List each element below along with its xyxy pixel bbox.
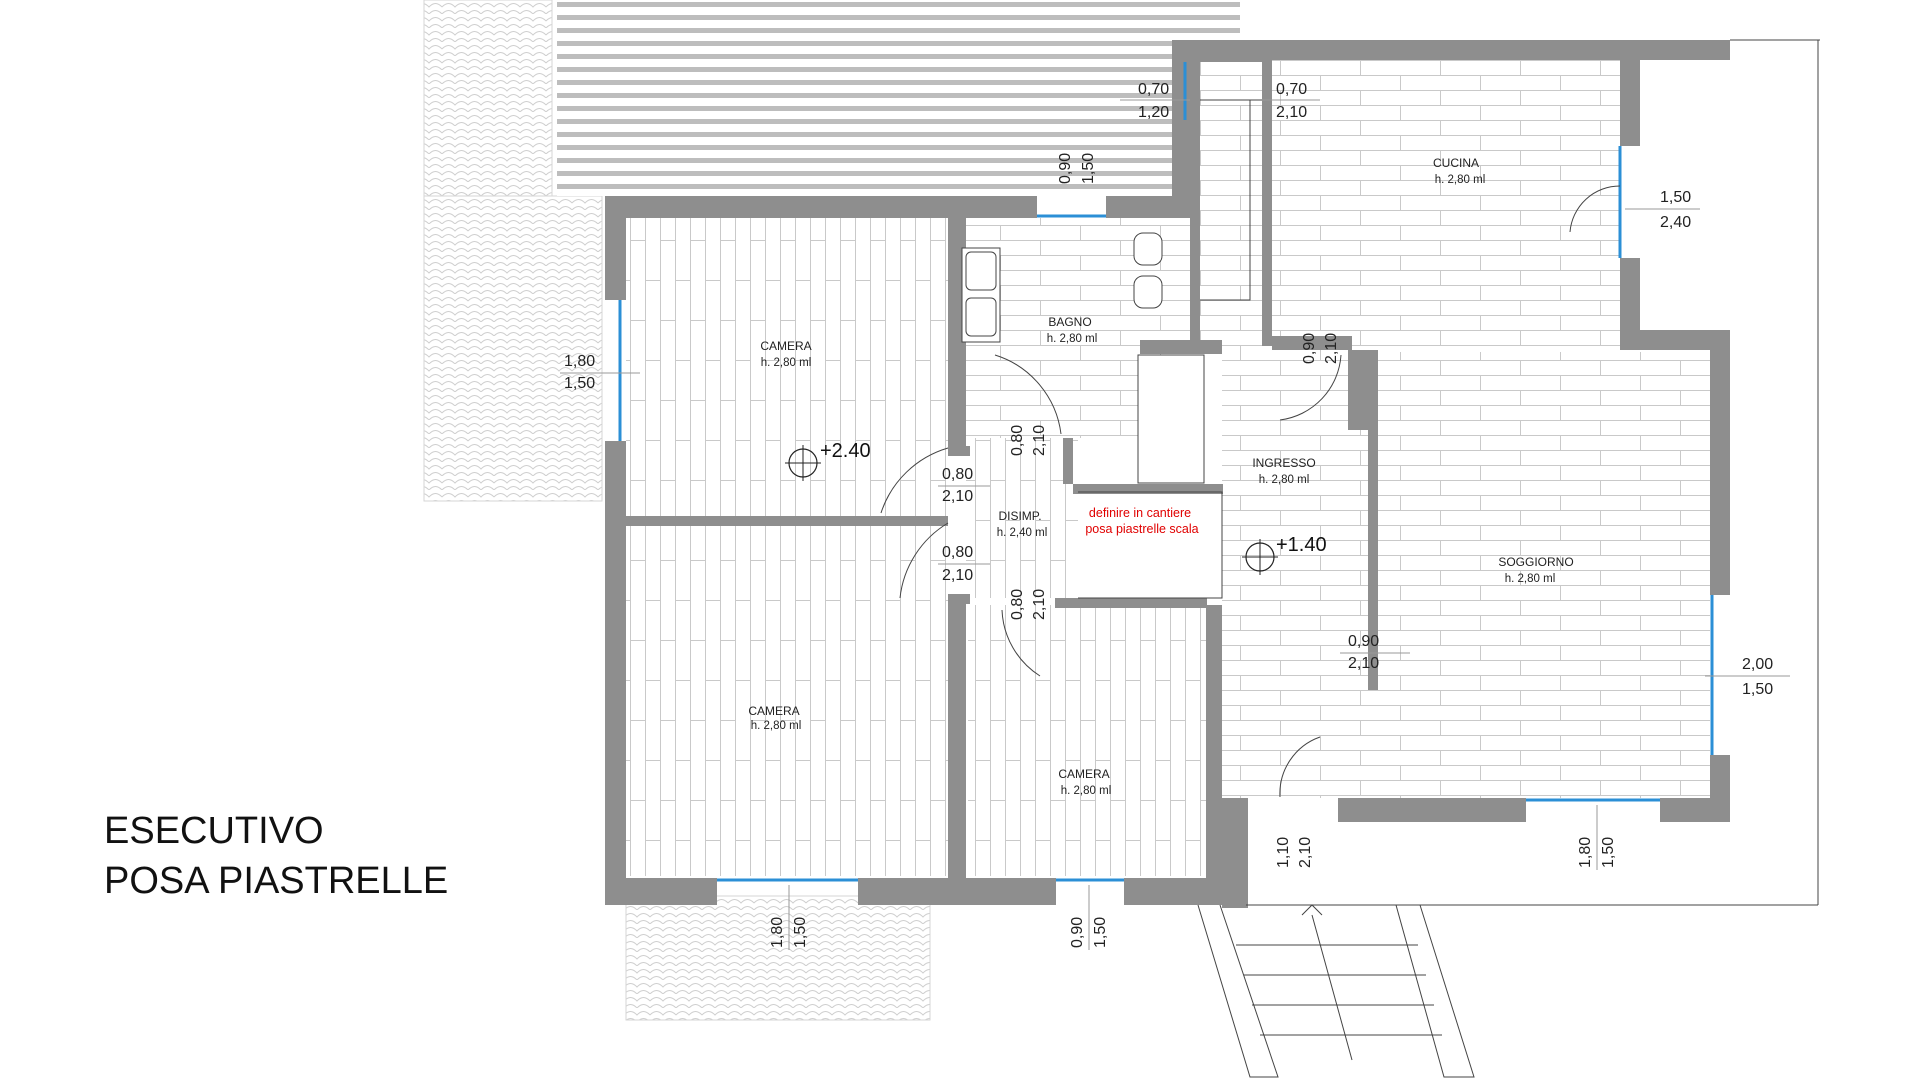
tiles-disimpegno [966,438,1078,598]
dim-top: 2,00 [1742,656,1773,673]
dim-top: 1,80 [769,917,786,948]
room-name: CAMERA [748,704,799,718]
level-marker-upper: +2.40 [785,440,871,481]
drawing-title-line2: POSA PIASTRELLE [104,860,448,902]
dim-bottom: 1,50 [1742,681,1773,698]
dim-bottom: 1,50 [564,375,595,392]
bathroom-fixtures [961,232,1205,484]
walls [605,40,1730,908]
stair-outline [1078,99,1262,599]
room-height: h. 2,80 ml [751,720,802,732]
dim-bottom: 1,50 [1092,917,1109,948]
room-name: DISIMP. [998,509,1041,523]
room-name: CAMERA [760,339,811,353]
deck-boards [557,0,1240,196]
dim-top: 1,50 [1660,189,1691,206]
bidet [1133,275,1163,309]
room-name: BAGNO [1048,315,1091,329]
terrace-paving-bottom [625,895,931,1021]
site-note: definire in cantiere [1089,506,1191,520]
dim-top: 0,80 [1009,589,1026,620]
dim-top: 0,80 [1009,425,1026,456]
dim-bottom: 2,10 [1323,333,1340,364]
shower [1137,354,1205,484]
doors [880,185,1621,798]
site-boundary [1246,39,1820,906]
tiles-cucina [1270,60,1620,346]
dim-bottom: 2,10 [942,567,973,584]
dim-bottom: 2,10 [1031,425,1048,456]
dim-bottom: 2,10 [1031,589,1048,620]
room-height: h. 2,80 ml [1259,474,1310,486]
dim-bottom: 1,50 [1080,153,1097,184]
dim-top: 0,70 [1276,81,1307,98]
room-height: h. 2,40 ml [997,527,1048,539]
wc [1133,232,1163,266]
room-name: CAMERA [1058,767,1109,781]
tiles-ingresso [1222,346,1368,798]
windows [618,62,1714,882]
dimension-labels: 0,70 1,20 0,70 2,10 0,90 1,50 1,50 2,40 … [560,81,1790,950]
level-label: +2.40 [820,440,871,462]
dim-bottom: 1,20 [1138,104,1169,121]
entrance-steps [1197,904,1475,1078]
dim-bottom: 2,40 [1660,214,1691,231]
dim-top: 0,90 [1301,333,1318,364]
tiles-camera-top [626,218,948,516]
room-name: INGRESSO [1252,456,1315,470]
room-name: SOGGIORNO [1498,555,1573,569]
room-height: h. 2,80 ml [1047,333,1098,345]
dim-top: 0,80 [942,544,973,561]
level-marker-lower: +1.40 [1242,534,1327,575]
dim-top: 0,70 [1138,81,1169,98]
tiles-corridor [1192,60,1270,350]
room-name: CUCINA [1433,156,1479,170]
room-height: h. 2,80 ml [761,357,812,369]
dim-top: 0,90 [1069,917,1086,948]
dim-bottom: 2,10 [1348,655,1379,672]
room-height: h. 2,80 ml [1505,573,1556,585]
dim-top: 0,80 [942,466,973,483]
site-note: posa piastrelle scala [1085,522,1198,536]
drawing-title-line1: ESECUTIVO [104,810,324,852]
dim-top: 0,90 [1348,633,1379,650]
terrace-paving-left [423,195,603,502]
dim-bottom: 2,10 [1297,837,1314,868]
terrace-paving-left-top [423,0,553,197]
dim-top: 1,80 [564,353,595,370]
dim-top: 1,80 [1577,837,1594,868]
dim-bottom: 1,50 [792,917,809,948]
level-label: +1.40 [1276,534,1327,556]
room-height: h. 2,80 ml [1435,174,1486,186]
dim-bottom: 2,10 [942,488,973,505]
dim-top: 1,10 [1275,837,1292,868]
dim-top: 0,90 [1057,153,1074,184]
tiles-camera-bottom-left [626,526,948,876]
dim-bottom: 1,50 [1600,837,1617,868]
tiles-soggiorno [1368,352,1710,798]
tiles-camera-bottom-right [968,605,1206,876]
room-height: h. 2,80 ml [1061,785,1112,797]
dim-bottom: 2,10 [1276,104,1307,121]
